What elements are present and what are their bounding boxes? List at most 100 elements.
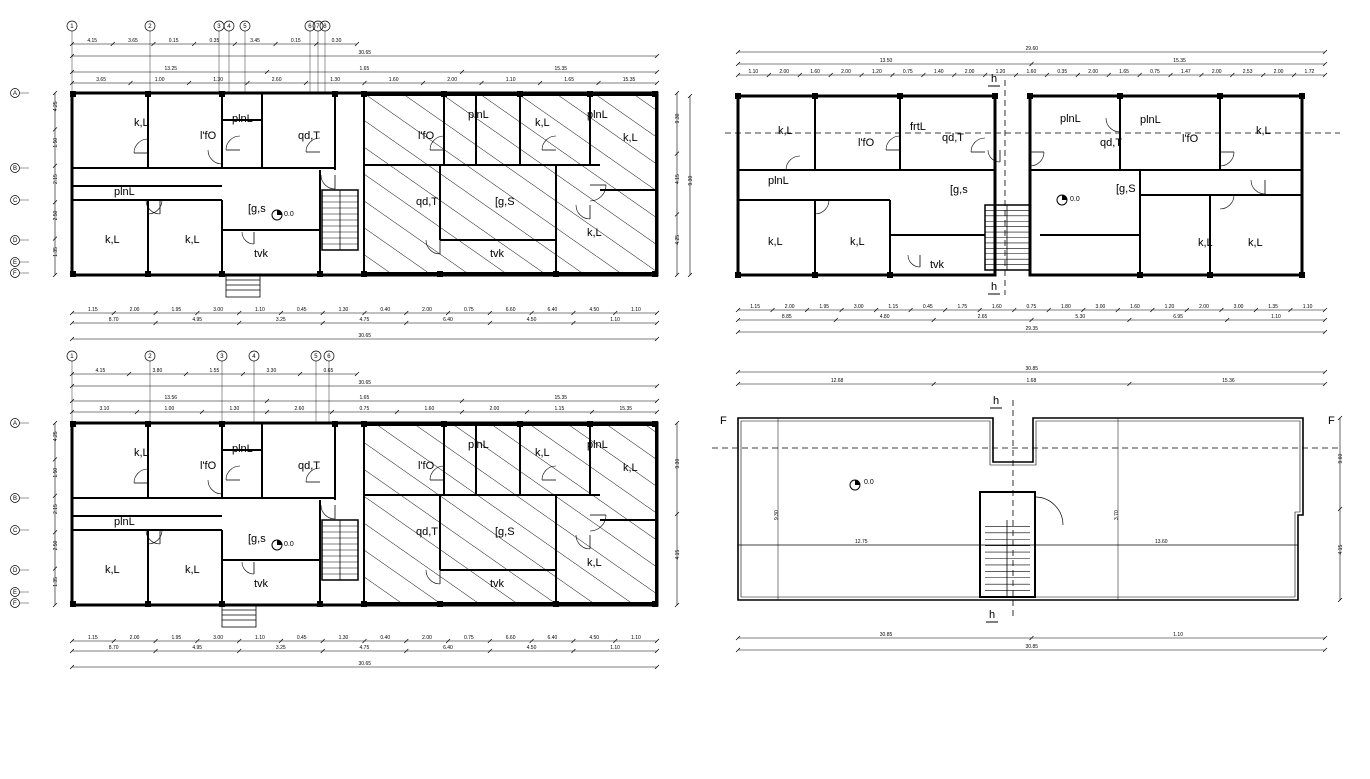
- room-label: plnL: [114, 186, 135, 198]
- interior-walls: [72, 423, 656, 605]
- dimension-text: 1.35: [53, 247, 59, 257]
- dimension-tick: [1029, 635, 1034, 641]
- dimension-text: 1.10: [1271, 314, 1281, 320]
- dimension-text: 30.85: [1026, 644, 1039, 650]
- dimension-text: 2.15: [53, 174, 59, 184]
- axis-label: 6: [308, 24, 312, 30]
- door-swing: [575, 534, 591, 550]
- dimension-tick: [52, 163, 58, 169]
- dimension-text: 1.30: [213, 77, 223, 83]
- dimension-text: 1.30: [330, 77, 340, 83]
- dimension-tick: [52, 457, 58, 462]
- staircase: [321, 519, 359, 581]
- dimension-text: 9.60: [1338, 454, 1344, 464]
- dimension-tick: [735, 381, 741, 387]
- dimension-tick: [487, 320, 493, 326]
- level-text: 0.0: [1070, 196, 1080, 203]
- door-swing: [225, 465, 241, 481]
- dimension-text: 2.00: [1274, 69, 1284, 75]
- dimension-tick: [687, 93, 693, 99]
- dimension-text: 4.15: [1338, 545, 1344, 555]
- axis-label: 4: [227, 24, 231, 30]
- dimension-text: 1.10: [255, 635, 265, 641]
- dimension-tick: [529, 310, 534, 316]
- dimension-tick: [459, 69, 465, 75]
- dimension-text: 2.00: [490, 406, 500, 412]
- dimension-tick: [612, 638, 618, 644]
- dimension-text: 9.30: [675, 459, 681, 469]
- dimension-tick: [110, 41, 115, 47]
- dimension-tick: [236, 638, 242, 644]
- dimension-text: 4.25: [53, 101, 59, 111]
- dimension-text: 13.50: [880, 58, 893, 64]
- dimension-tick: [1013, 72, 1019, 78]
- dimension-tick: [952, 72, 957, 78]
- door-swing: [145, 199, 161, 215]
- axis-label: 1: [70, 354, 74, 360]
- room-label: tvk: [930, 259, 945, 271]
- dimension-tick: [674, 511, 680, 517]
- room-label: k,L: [105, 564, 120, 576]
- room-label: k,L: [768, 236, 783, 248]
- section-label: h: [991, 281, 997, 293]
- dimension-tick: [459, 409, 465, 415]
- dimension-tick: [320, 638, 325, 644]
- dimension-tick: [828, 72, 833, 78]
- dimension-text: 8.85: [782, 314, 792, 320]
- section-label: h: [989, 609, 995, 621]
- staircase: [979, 491, 1064, 598]
- dimension-tick: [942, 307, 948, 313]
- dimension-tick: [1322, 61, 1328, 67]
- dimension-text: 1.00: [165, 406, 175, 412]
- door-swing: [589, 514, 607, 532]
- dimension-tick: [1322, 329, 1328, 335]
- dimension-tick: [1288, 307, 1293, 313]
- dimension-text: 1.15: [750, 304, 760, 310]
- dimension-tick: [303, 80, 309, 86]
- dimension-text: 30.65: [359, 661, 372, 667]
- dimension-tick: [1337, 415, 1343, 421]
- axis-label: 5: [314, 354, 318, 360]
- dimension-text: 30.85: [1026, 366, 1039, 372]
- dimension-text: 0.75: [1027, 304, 1037, 310]
- dimension-text: 13.56: [165, 395, 178, 401]
- dimension-tick: [687, 272, 693, 278]
- door-swing: [814, 199, 830, 215]
- dimension-text: 3.25: [276, 317, 286, 323]
- dimension-tick: [931, 381, 936, 387]
- section-label: h: [993, 395, 999, 407]
- dimension-tick: [1029, 61, 1034, 67]
- door-swing: [575, 204, 591, 220]
- dimension-tick: [1260, 72, 1266, 78]
- dimension-tick: [982, 72, 988, 78]
- dimension-text: 1.15: [88, 635, 98, 641]
- axis-label: 7: [316, 24, 320, 30]
- dimension-tick: [735, 329, 741, 335]
- dimension-tick: [1291, 72, 1297, 78]
- dimension-text: 8.70: [109, 645, 119, 651]
- dimension-text: 2.00: [965, 69, 975, 75]
- dimension-tick: [199, 409, 205, 415]
- dimension-text: 9.30: [688, 176, 694, 186]
- dimension-text: 2.50: [53, 540, 59, 550]
- room-label: [g,S: [495, 196, 515, 208]
- row-label: E: [13, 260, 17, 266]
- axis-label: 5: [243, 24, 247, 30]
- dimension-tick: [654, 648, 660, 654]
- dimension-text: 0.15: [291, 38, 301, 44]
- dimension-tick: [52, 529, 58, 535]
- dimension-text: 5.30: [1075, 314, 1085, 320]
- terrace-parapet: [740, 420, 1301, 598]
- dimension-tick: [329, 409, 335, 415]
- dimension-tick: [674, 420, 680, 426]
- dimension-tick: [314, 41, 319, 47]
- dimension-text: 0.35: [210, 38, 220, 44]
- row-label: D: [13, 568, 18, 574]
- row-label: D: [13, 238, 18, 244]
- dimension-text: 1.95: [819, 304, 829, 310]
- dimension-text: 1.60: [992, 304, 1002, 310]
